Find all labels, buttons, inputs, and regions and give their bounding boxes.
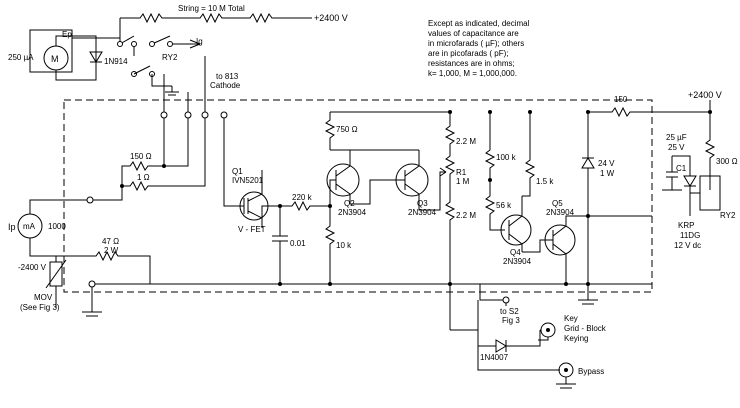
r300 (704, 112, 716, 190)
q2 (326, 163, 360, 197)
r150b-label: 150 (614, 95, 628, 104)
q3-part: 2N3904 (408, 208, 437, 217)
junctions (120, 110, 712, 286)
q3-ref: Q3 (417, 199, 428, 208)
krp-model: 11DG (680, 231, 700, 240)
ig-label: Ig (196, 37, 203, 46)
board-outline (63, 99, 653, 293)
r15k (524, 112, 536, 196)
relay-ry2 (690, 175, 721, 211)
q1-part: IVN5201 (232, 176, 264, 185)
d1n914-label: 1N914 (104, 57, 128, 66)
q1-ref: Q1 (232, 167, 243, 176)
c25-voltage: 25 V (668, 143, 685, 152)
supply-right-label: +2400 V (688, 90, 722, 100)
switch-box (29, 29, 135, 73)
key-sub: Grid - Block (564, 324, 607, 333)
neg2400-label: -2400 V (18, 263, 47, 272)
mov-label: MOV (34, 293, 53, 302)
r1pot-ref: R1 (456, 168, 467, 177)
bypass-label: Bypass (578, 367, 604, 376)
z24-power: 1 W (600, 169, 615, 178)
c1-diode (662, 155, 697, 216)
diode-1n4007 (450, 329, 541, 353)
string-label: String = 10 M Total (178, 4, 245, 13)
note-line: are in picofarads ( pF); (428, 49, 508, 58)
r1-label: 1 Ω (137, 173, 150, 182)
r47 (56, 250, 151, 284)
supply-top-label: +2400 V (314, 13, 348, 23)
s2-label: to S2 (500, 307, 519, 316)
shunt-network (90, 115, 206, 201)
meter-m-range: 250 µA (8, 53, 34, 62)
r56k-label: 56 k (496, 201, 512, 210)
ip-label: Ip (8, 222, 16, 232)
ry2-top-label: RY2 (162, 53, 178, 62)
meter-m-symbol: M (51, 54, 59, 64)
d1n4007-label: 1N4007 (480, 353, 509, 362)
ry2-label: RY2 (720, 211, 736, 220)
note-line: values of capacitance are (428, 29, 519, 38)
q4-ref: Q4 (510, 248, 521, 257)
q1-type: V - FET (238, 225, 266, 234)
to813-label: to 813 (216, 72, 239, 81)
note-line: k= 1,000, M = 1,000,000. (428, 69, 517, 78)
r750 (324, 111, 450, 150)
q4 (500, 214, 532, 246)
r22m-bot-label: 2.2 M (456, 211, 476, 220)
c1-label: C1 (676, 164, 687, 173)
note-line: in microfarads ( µF); others (428, 39, 524, 48)
q5-part: 2N3904 (546, 208, 575, 217)
r10k-label: 10 k (336, 241, 352, 250)
meter-ma-symbol: mA (23, 222, 36, 231)
r10k (324, 206, 336, 284)
r1-pot-chain (444, 112, 456, 330)
r100k-label: 100 k (496, 153, 517, 162)
zener-24v (578, 112, 598, 305)
q5-ref: Q5 (552, 199, 563, 208)
r100k-r56k (484, 112, 505, 231)
r47-label: 47 Ω (102, 237, 119, 246)
c25-label: 25 µF (666, 133, 687, 142)
krp-voltage: 12 V dc (674, 241, 701, 250)
r15k-label: 1.5 k (536, 177, 554, 186)
r150-label: 150 Ω (130, 152, 152, 161)
r1pot-value: 1 M (456, 177, 470, 186)
r22m-top-label: 2.2 M (456, 137, 476, 146)
key-label: Key (564, 314, 578, 323)
c001-label: 0.01 (290, 239, 306, 248)
krp-label: KRP (678, 221, 694, 230)
c001 (272, 206, 288, 284)
q2-ref: Q2 (344, 199, 355, 208)
mov (45, 256, 67, 308)
r220k (280, 200, 322, 212)
string-resistor-chain (120, 12, 312, 24)
r47-power: 2 W (104, 246, 119, 255)
r220k-label: 220 k (292, 193, 313, 202)
meter-ma-range: 1000 (48, 222, 66, 231)
q2-part: 2N3904 (338, 208, 367, 217)
mov-ref: (See Fig 3) (20, 303, 60, 312)
ep-label: Ep (62, 30, 72, 39)
diode-1n914 (89, 51, 103, 63)
q4-part: 2N3904 (503, 257, 532, 266)
r750-label: 750 Ω (336, 125, 358, 134)
key-sub2: Keying (564, 334, 588, 343)
s2-ref: Fig 3 (502, 316, 520, 325)
z24-label: 24 V (598, 159, 615, 168)
note-line: Except as indicated, decimal (428, 19, 530, 28)
note-line: resistances are in ohms; (428, 59, 515, 68)
r300-label: 300 Ω (716, 157, 738, 166)
r150-supply (588, 106, 710, 118)
cathode-label: Cathode (210, 81, 241, 90)
